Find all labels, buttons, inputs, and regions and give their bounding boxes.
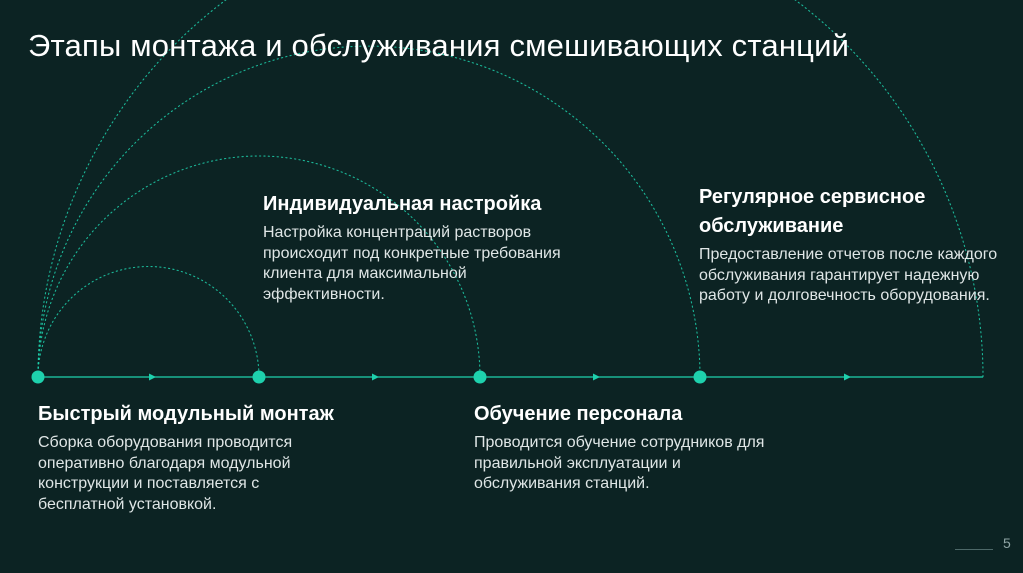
stage-staff-training: Обучение персонала Проводится обучение с… (474, 400, 774, 495)
stage-heading: Быстрый модульный монтаж (38, 403, 334, 425)
stage-description: Предоставление отчетов после каждого обс… (699, 246, 998, 304)
stage-quick-installation: Быстрый модульный монтаж Сборка оборудов… (38, 400, 338, 515)
page-number-divider (955, 549, 993, 550)
timeline-arrow-3 (593, 373, 600, 381)
timeline-node-1 (31, 370, 45, 384)
timeline-arrow-4 (844, 373, 851, 381)
dotted-arc-3 (37, 45, 701, 378)
stage-regular-service: Регулярное сервисное обслуживание Предос… (699, 183, 999, 307)
timeline-arrow-1 (149, 373, 156, 381)
stage-heading: Регулярное сервисное обслуживание (699, 186, 926, 237)
dotted-arc-1 (37, 265, 260, 378)
page-number: 5 (1003, 535, 1011, 551)
stage-description: Настройка концентраций растворов происхо… (263, 224, 561, 303)
stage-description: Проводится обучение сотрудников для прав… (474, 434, 765, 492)
timeline-node-2 (252, 370, 266, 384)
stage-heading: Индивидуальная настройка (263, 193, 542, 215)
stage-heading: Обучение персонала (474, 403, 683, 425)
timeline-arrow-2 (372, 373, 379, 381)
dotted-arc-2 (37, 155, 481, 378)
page-title: Этапы монтажа и обслуживания смешивающих… (28, 28, 850, 63)
timeline-node-3 (473, 370, 487, 384)
stage-custom-setup: Индивидуальная настройка Настройка конце… (263, 190, 563, 305)
timeline-node-4 (693, 370, 707, 384)
stage-description: Сборка оборудования проводится оперативн… (38, 434, 293, 513)
